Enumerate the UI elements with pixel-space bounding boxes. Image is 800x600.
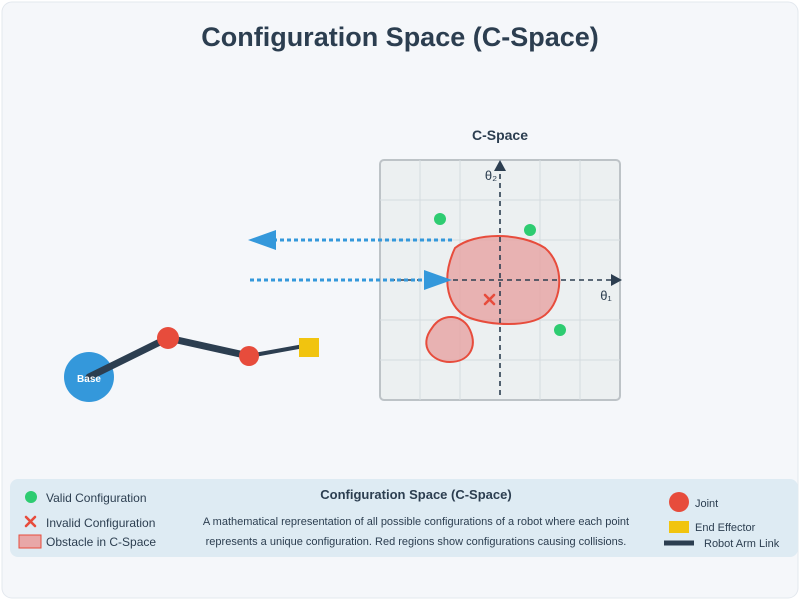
valid-configuration-point (524, 224, 536, 236)
legend-valid-swatch (25, 491, 37, 503)
cspace-y-axis-arrowhead (494, 160, 506, 171)
legend-invalid-swatch (24, 515, 37, 528)
description-line-1: A mathematical representation of all pos… (203, 516, 629, 528)
legend-obstacle-swatch (18, 534, 42, 549)
valid-configuration-point (434, 213, 446, 225)
legend-link-label: Robot Arm Link (704, 538, 780, 550)
legend-valid-label: Valid Configuration (46, 491, 147, 505)
description-line-2: represents a unique configuration. Red r… (206, 536, 627, 548)
page-title: Configuration Space (C-Space) (201, 22, 599, 52)
robot-joint (157, 327, 179, 349)
robot-arm-link (164, 334, 253, 360)
cspace-obstacle-large (446, 235, 561, 325)
cspace-obstacle-small (425, 316, 474, 364)
legend-background (10, 479, 798, 557)
legend-obstacle-label: Obstacle in C-Space (46, 535, 156, 549)
legend-end-effector-label: End Effector (695, 522, 756, 534)
mapping-arrow-to-cspace (250, 270, 452, 290)
cspace-heading: C-Space (472, 127, 528, 143)
legend-joint-label: Joint (695, 498, 718, 510)
legend-panel: Valid Configuration Invalid Configuratio… (10, 479, 798, 557)
robot-end-effector (299, 338, 319, 357)
invalid-configuration-marker (483, 293, 496, 306)
robot-joint (239, 346, 259, 366)
cspace-x-axis-label: θ₁ (600, 288, 612, 303)
legend-end-effector-swatch (669, 521, 689, 533)
mapping-arrow-to-workspace (248, 230, 452, 250)
legend-joint-swatch (669, 492, 689, 512)
robot-arm: Base (64, 327, 319, 402)
legend-invalid-label: Invalid Configuration (46, 516, 155, 530)
description-heading: Configuration Space (C-Space) (320, 487, 511, 502)
robot-arm-link (85, 334, 172, 381)
cspace-x-axis-arrowhead (611, 274, 622, 286)
cspace-panel: θ₁ θ₂ (379, 159, 622, 401)
cspace-y-axis-label: θ₂ (485, 168, 497, 183)
robot-base-label: Base (77, 374, 101, 385)
valid-configuration-point (554, 324, 566, 336)
